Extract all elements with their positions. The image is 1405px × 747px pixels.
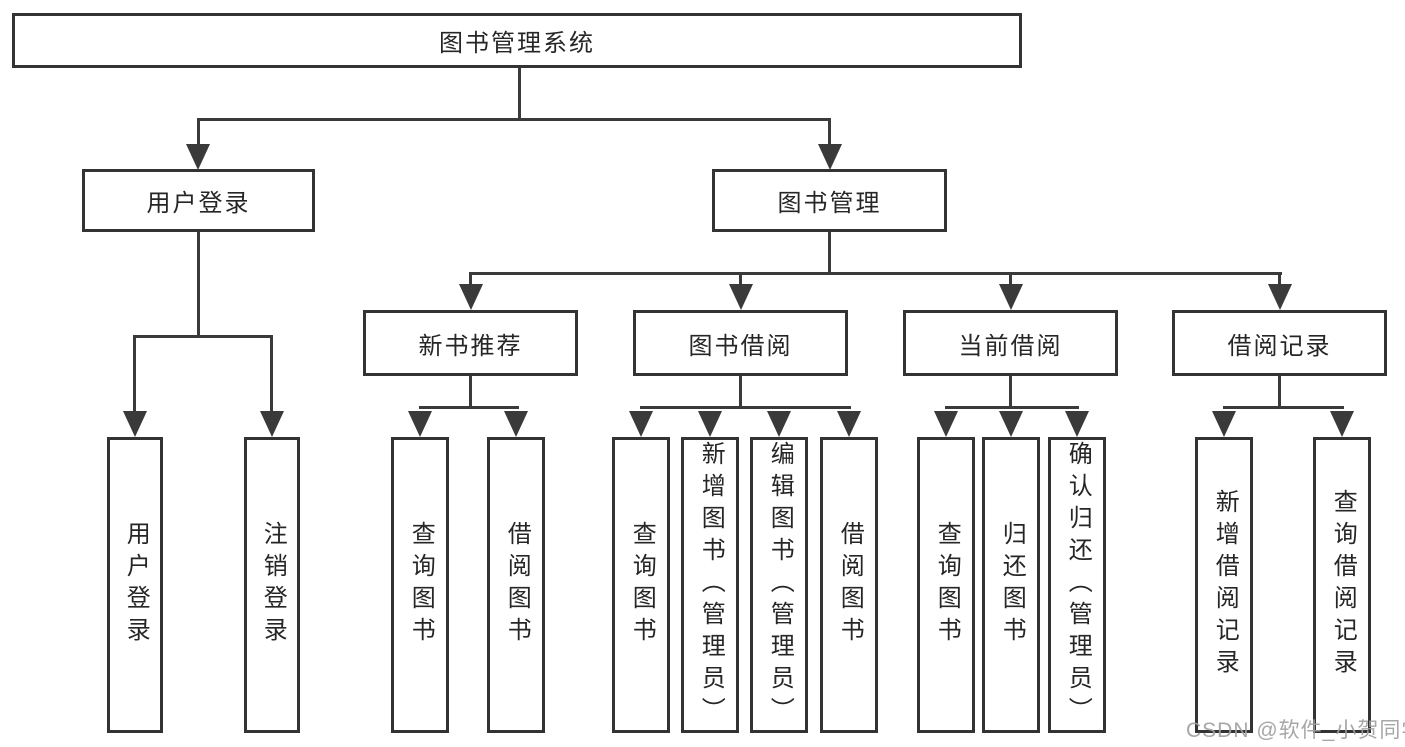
edge-book-management-rail (469, 272, 1282, 275)
node-leaf-logout: 注销登录 (244, 437, 300, 733)
node-label: 查询图书 (407, 521, 435, 649)
arrow-to-leaf-borrow-borrow-icon (837, 411, 861, 437)
node-leaf-recommend-query-books: 查询图书 (391, 437, 449, 733)
node-book-borrow: 图书借阅 (633, 310, 848, 376)
arrow-to-user-login-icon (186, 144, 210, 170)
edge-current-borrow-trunk (1009, 376, 1012, 409)
node-label: 图书借阅 (688, 332, 793, 360)
edge-to-book-borrow (739, 272, 742, 288)
node-library-management-system: 图书管理系统 (12, 13, 1022, 68)
node-label: 查询借阅记录 (1329, 489, 1357, 681)
edge-to-current-borrow (1009, 272, 1012, 288)
node-label: 查询图书 (628, 521, 656, 649)
node-user-login: 用户登录 (82, 169, 315, 232)
edge-current-borrow-rail (945, 406, 1079, 409)
node-leaf-current-confirm-return: 确认归还（管理员） (1048, 437, 1106, 733)
arrow-to-leaf-recommend-query-icon (408, 411, 432, 437)
edge-to-leaf-logout (270, 335, 273, 415)
node-leaf-user-login: 用户登录 (107, 437, 163, 733)
node-leaf-record-query-record: 查询借阅记录 (1313, 437, 1371, 733)
node-leaf-borrow-edit-books: 编辑图书（管理员） (750, 437, 808, 733)
node-label: 用户登录 (122, 521, 150, 649)
edge-user-login-rail (133, 335, 273, 338)
edge-book-borrow-rail (640, 406, 851, 409)
arrow-to-book-management-icon (818, 144, 842, 170)
node-label: 归还图书 (998, 521, 1026, 649)
edge-user-login-trunk (197, 232, 200, 338)
node-leaf-borrow-add-books: 新增图书（管理员） (681, 437, 739, 733)
arrow-to-leaf-current-confirm-icon (1065, 411, 1089, 437)
arrow-to-leaf-borrow-query-icon (629, 411, 653, 437)
edge-book-management-trunk (828, 232, 831, 275)
node-label: 新增借阅记录 (1211, 489, 1239, 681)
node-book-management: 图书管理 (712, 169, 947, 232)
node-label: 确认归还（管理员） (1064, 441, 1092, 729)
node-leaf-current-query-books: 查询图书 (917, 437, 975, 733)
arrow-to-leaf-borrow-edit-icon (767, 411, 791, 437)
edge-borrow-record-trunk (1278, 376, 1281, 409)
node-current-borrow: 当前借阅 (903, 310, 1118, 376)
node-label: 新书推荐 (418, 332, 523, 360)
edge-new-book-recommend-trunk (469, 376, 472, 409)
node-label: 图书管理 (777, 190, 882, 217)
node-label: 当前借阅 (958, 332, 1063, 360)
arrow-to-new-book-recommend-icon (459, 284, 483, 310)
node-new-book-recommend: 新书推荐 (363, 310, 578, 376)
node-label: 新增图书（管理员） (697, 441, 725, 729)
csdn-watermark: CSDN @软件_小贺同学 (1186, 719, 1405, 742)
node-leaf-borrow-query-books: 查询图书 (612, 437, 670, 733)
edge-borrow-record-rail (1223, 406, 1344, 409)
node-leaf-recommend-borrow-books: 借阅图书 (487, 437, 545, 733)
node-borrow-record: 借阅记录 (1172, 310, 1387, 376)
arrow-to-leaf-recommend-borrow-icon (504, 411, 528, 437)
edge-root-to-user-login (197, 118, 200, 148)
arrow-to-leaf-current-return-icon (999, 411, 1023, 437)
node-label: 编辑图书（管理员） (766, 441, 794, 729)
arrow-to-leaf-borrow-add-icon (698, 411, 722, 437)
arrow-to-leaf-logout-icon (260, 411, 284, 437)
node-label: 注销登录 (259, 521, 287, 649)
node-label: 借阅图书 (836, 521, 864, 649)
edge-root-rail (197, 118, 831, 121)
edge-to-new-book-recommend (469, 272, 472, 288)
node-leaf-borrow-borrow-books: 借阅图书 (820, 437, 878, 733)
arrow-to-leaf-record-query-icon (1330, 411, 1354, 437)
node-label: 查询图书 (933, 521, 961, 649)
edge-new-book-recommend-rail (419, 406, 519, 409)
arrow-to-leaf-user-login-icon (123, 411, 147, 437)
arrow-to-borrow-record-icon (1268, 284, 1292, 310)
node-leaf-current-return-books: 归还图书 (982, 437, 1040, 733)
edge-to-borrow-record (1278, 272, 1281, 288)
edge-root-trunk (518, 68, 521, 121)
edge-root-to-book-management (828, 118, 831, 148)
edge-to-leaf-user-login (133, 335, 136, 415)
node-leaf-record-add-record: 新增借阅记录 (1195, 437, 1253, 733)
node-label: 借阅图书 (503, 521, 531, 649)
node-label: 图书管理系统 (439, 30, 595, 57)
arrow-to-leaf-current-query-icon (934, 411, 958, 437)
edge-book-borrow-trunk (739, 376, 742, 409)
arrow-to-leaf-record-add-icon (1212, 411, 1236, 437)
arrow-to-book-borrow-icon (729, 284, 753, 310)
arrow-to-current-borrow-icon (999, 284, 1023, 310)
node-label: 用户登录 (146, 190, 251, 217)
node-label: 借阅记录 (1227, 332, 1332, 360)
